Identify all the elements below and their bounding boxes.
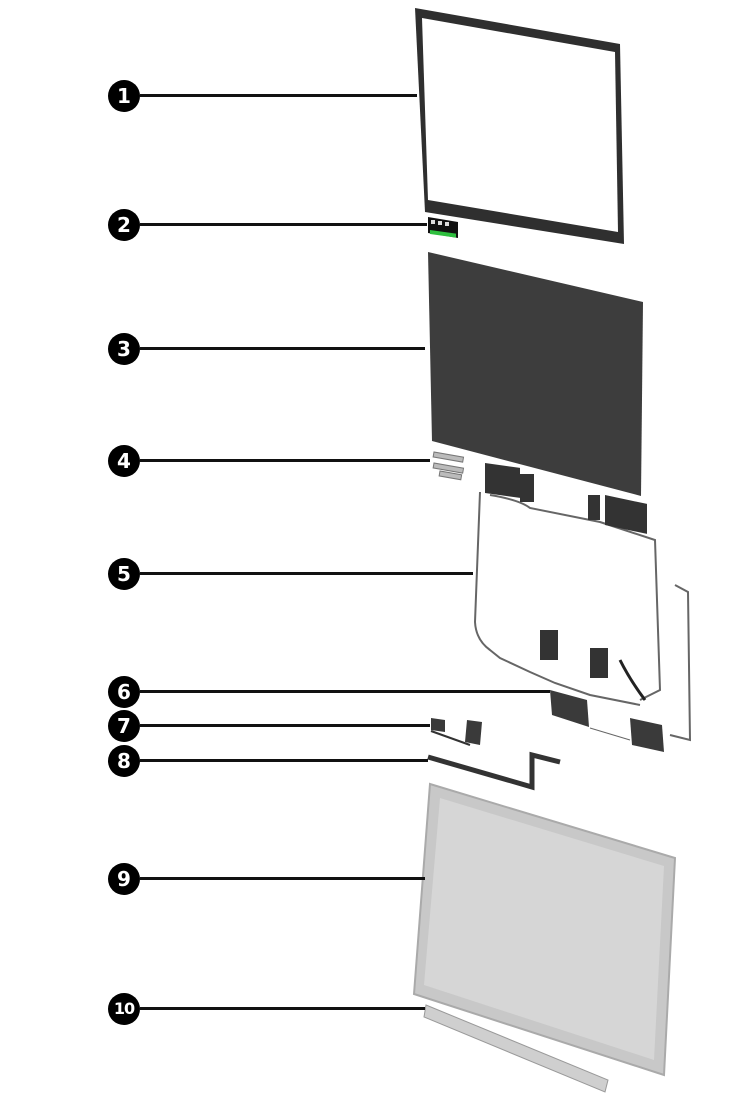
part-hinge-brackets (432, 451, 465, 481)
part-antenna-modules (550, 690, 664, 752)
callout-badge: 4 (108, 445, 140, 477)
leader-line (140, 1007, 425, 1010)
part-display-cable-small (430, 718, 482, 746)
leader-line (140, 759, 428, 762)
callout-badge: 9 (108, 863, 140, 895)
callout-badge: 3 (108, 333, 140, 365)
callout-badge: 7 (108, 710, 140, 742)
part-antenna-cables (473, 462, 692, 742)
callout-badge: 1 (108, 80, 140, 112)
leader-line (140, 94, 417, 97)
part-hinge-cover (423, 1004, 609, 1093)
part-display-back-cover (412, 782, 677, 1077)
callout-badge: 8 (108, 745, 140, 777)
leader-line (140, 724, 430, 727)
callout-badge: 2 (108, 209, 140, 241)
part-display-cable (427, 751, 561, 791)
leader-line (140, 347, 425, 350)
part-display-bezel (415, 8, 624, 244)
callout-badge: 10 (108, 993, 140, 1025)
leader-line (140, 572, 473, 575)
part-display-panel (428, 252, 643, 496)
leader-line (140, 877, 425, 880)
leader-line (140, 459, 430, 462)
callout-badge: 5 (108, 558, 140, 590)
leader-line (140, 690, 550, 693)
part-webcam-module (428, 217, 458, 238)
leader-line (140, 223, 427, 226)
callout-badge: 6 (108, 676, 140, 708)
